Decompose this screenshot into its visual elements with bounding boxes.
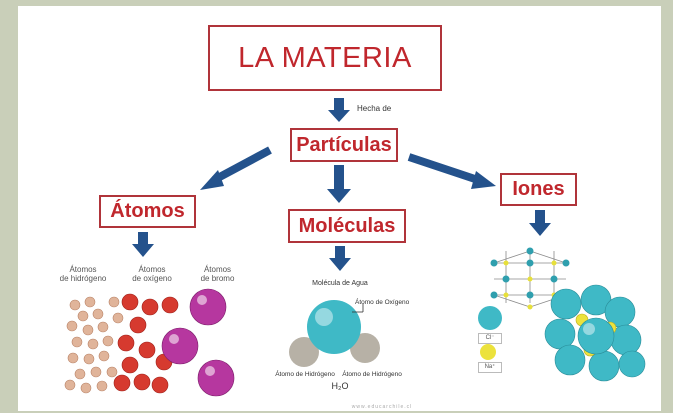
moleculas-box: Moléculas xyxy=(288,209,406,243)
label-bromo: Átomos de bromo xyxy=(190,265,245,283)
watermark: www.educarchile.cl xyxy=(351,404,413,410)
label-bromo-line2: de bromo xyxy=(200,274,235,283)
atomos-box: Átomos xyxy=(99,195,196,228)
atoms-illustration xyxy=(64,288,235,397)
hydrogen-left-label: Átomo de Hidrógeno xyxy=(275,371,335,378)
hecha-de-label: Hecha de xyxy=(357,104,392,113)
arrow-title-to-particulas xyxy=(328,98,350,122)
arrow-iones-down xyxy=(529,210,551,236)
label-oxigeno-line1: Átomos xyxy=(138,265,166,274)
page-title: LA MATERIA xyxy=(238,41,412,74)
label-oxigeno: Átomos de oxígeno xyxy=(122,265,182,283)
water-molecule-illustration xyxy=(289,300,380,367)
ion-legend-spheres xyxy=(478,306,502,360)
hydrogen-right-label: Átomo de Hidrógeno xyxy=(342,371,402,378)
atomos-label: Átomos xyxy=(110,200,185,222)
particulas-box: Partículas xyxy=(290,128,398,162)
label-bromo-line1: Átomos xyxy=(203,265,232,274)
arrow-atomos-down xyxy=(132,232,154,257)
label-hidrogeno-line1: Átomos xyxy=(69,265,97,274)
sodium-legend-label: Na⁺ xyxy=(478,362,502,373)
particulas-label: Partículas xyxy=(296,133,392,156)
ion-crystal-illustration xyxy=(544,284,646,382)
arrow-moleculas-down xyxy=(329,246,351,271)
moleculas-label: Moléculas xyxy=(298,214,396,237)
arrow-particulas-to-moleculas xyxy=(327,165,351,203)
arrow-particulas-to-iones xyxy=(407,153,480,184)
title-box: LA MATERIA xyxy=(208,25,442,91)
iones-label: Iones xyxy=(512,178,565,200)
chloride-legend-label: Cl⁻ xyxy=(478,333,502,344)
arrow-particulas-to-atomos xyxy=(212,146,272,184)
molecule-title: Molécula de Agua xyxy=(312,280,368,287)
label-hidrogeno: Átomos de hidrógeno xyxy=(52,265,114,283)
label-oxigeno-line2: de oxígeno xyxy=(132,274,172,283)
oxygen-atom-label: Átomo de Oxígeno xyxy=(355,299,410,306)
iones-box: Iones xyxy=(500,173,577,206)
label-hidrogeno-line2: de hidrógeno xyxy=(59,274,107,283)
water-formula: H₂O xyxy=(331,381,349,391)
